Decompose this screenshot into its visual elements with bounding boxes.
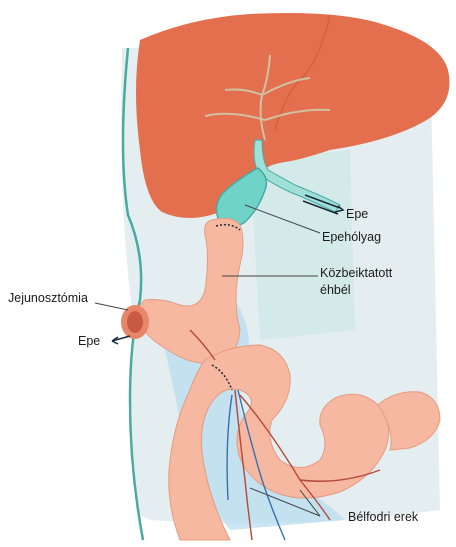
label-kozbeiktatott-line2: éhbél — [320, 283, 351, 297]
label-jejunosztomia: Jejunosztómia — [8, 291, 88, 305]
jejunostomy-stoma — [121, 305, 149, 339]
label-epe-left: Epe — [78, 334, 100, 348]
label-epeholyag: Epehólyag — [322, 230, 381, 244]
label-epe-top: Epe — [346, 207, 368, 221]
arrow-epe-left — [112, 336, 130, 344]
label-belfodri-erek: Bélfodri erek — [348, 510, 419, 524]
label-kozbeiktatott-line1: Közbeiktatott — [320, 266, 393, 280]
leader-jejunosztomia — [95, 303, 128, 310]
